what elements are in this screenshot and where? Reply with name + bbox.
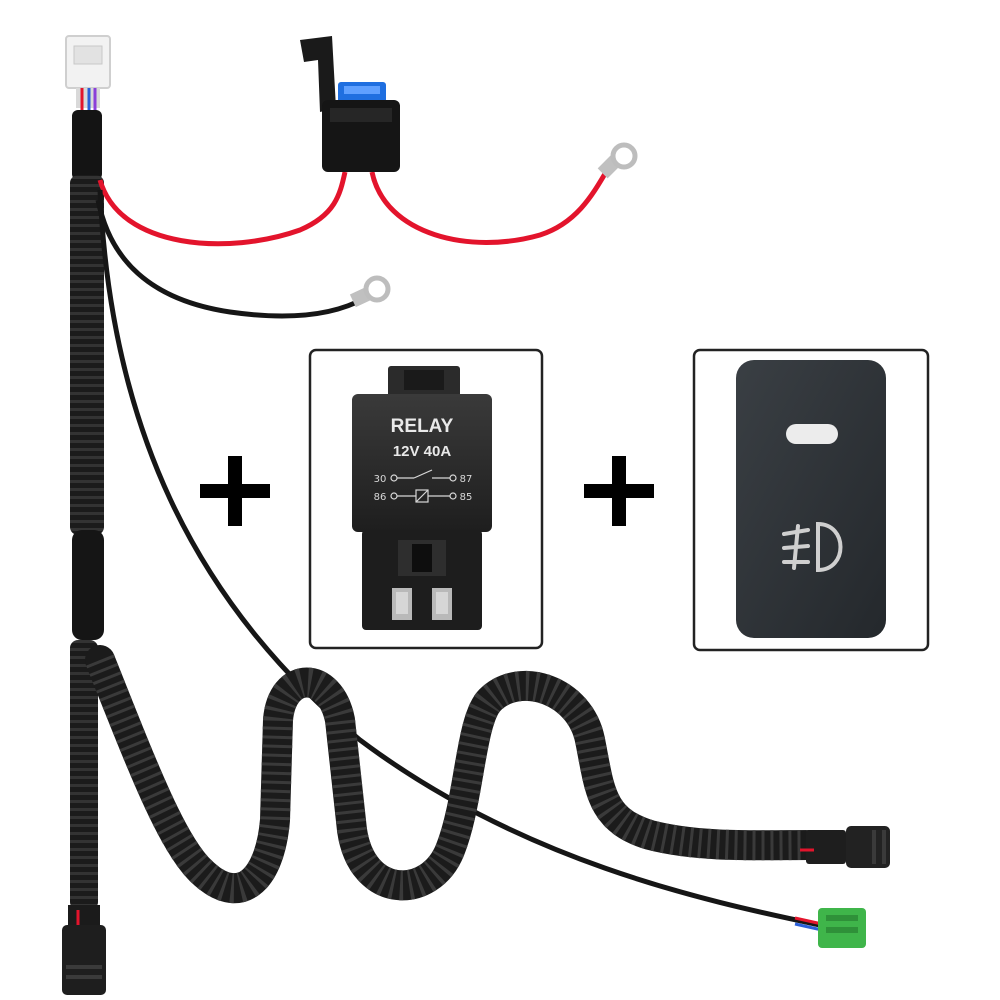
cable-sleeve-main: [70, 175, 104, 535]
ring-terminal-red: [597, 142, 638, 179]
relay-pin-85: 85: [460, 492, 473, 503]
red-wire-fuse-in: [97, 171, 348, 247]
fuse-holder: [300, 36, 400, 172]
relay-title: RELAY: [391, 416, 454, 437]
red-wire-fuse-out: [369, 160, 615, 245]
switch-panel: [692, 348, 930, 652]
relay-panel: RELAY 12V 40A 30 87 86 85: [308, 348, 544, 650]
white-plug-connector: [65, 35, 111, 112]
coiled-sleeve-ribs: [86, 654, 813, 904]
cable-sleeve-lower: [70, 640, 98, 910]
bottom-connector: [62, 905, 106, 995]
black-ground-wire: [95, 199, 367, 319]
fog-light-icon: [782, 521, 843, 573]
plus-sign-left: [200, 456, 270, 526]
led-indicator-bar: [786, 424, 838, 444]
relay-rating: 12V 40A: [393, 443, 452, 460]
coil-end-connector: [800, 826, 890, 868]
switch-body: [736, 360, 886, 638]
ring-terminal-black: [349, 275, 391, 308]
plus-sign-right: [584, 456, 654, 526]
green-switch-connector: [794, 908, 866, 948]
heat-shrink-junction: [72, 530, 104, 640]
heat-shrink: [72, 110, 102, 180]
relay-pin-87: 87: [460, 474, 473, 485]
relay-pin-86: 86: [374, 492, 387, 503]
relay-body: [352, 394, 492, 532]
relay-pin-30: 30: [374, 474, 387, 485]
